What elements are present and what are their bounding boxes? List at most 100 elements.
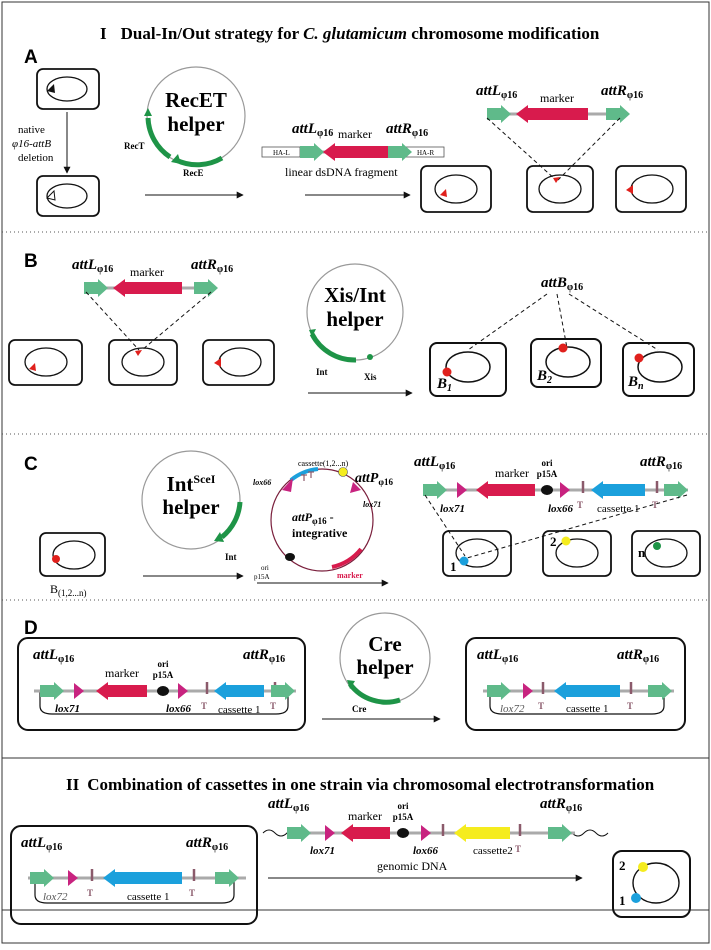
section2-construct-source [28, 867, 246, 887]
panel-c-construct [423, 479, 688, 499]
ha-r-label: HA-R [417, 149, 434, 157]
cassette1-site [631, 893, 641, 903]
panel-c-cell-n [631, 530, 701, 577]
section2-attr-label: attRφ16 [186, 835, 228, 853]
panel-c-attl-label: attLφ16 [414, 454, 455, 472]
panel-c-lox66-label: lox66 [548, 503, 574, 515]
section2-attl-label: attLφ16 [21, 835, 62, 853]
bn-label: Bn [627, 374, 644, 392]
result-num-2: 2 [619, 858, 626, 873]
panel-d-term-3: T [538, 701, 544, 711]
attb-dash-3 [568, 293, 659, 351]
section2-chromosome [34, 878, 235, 904]
fragment-marker-label: marker [338, 127, 372, 141]
native-label-1: native [18, 124, 45, 136]
section2-frag-ori-label: ori [398, 801, 409, 811]
rect-label: RecT [124, 141, 145, 151]
panel-c-cassette-label: cassette 1 [597, 503, 639, 515]
panel-a-integrated-construct [487, 105, 630, 123]
panel-a-native-cell [36, 68, 100, 110]
section2-result-cell [612, 850, 691, 918]
section2-frag-lox71-label: lox71 [310, 845, 335, 857]
panel-a-attl-label: attLφ16 [476, 83, 517, 101]
panel-d-construct-after [483, 680, 674, 700]
panel-a-attr-label: attRφ16 [601, 83, 643, 101]
panel-c-b-label: B(1,2...n) [50, 582, 87, 598]
panel-b-marker-label: marker [130, 265, 164, 279]
recet-helper-title-2: helper [167, 112, 224, 136]
panel-b-letter: B [24, 251, 38, 272]
attb-dash-1 [467, 293, 548, 351]
xis-int-helper-title-2: helper [326, 307, 383, 331]
panel-d-cassette-label-before: cassette 1 [218, 704, 260, 716]
panel-d-term-2: T [270, 701, 276, 711]
panel-c-b-cell [39, 532, 106, 577]
panel-d-attl-label-after: attLφ16 [477, 647, 518, 665]
panel-c-cell-2 [542, 530, 612, 577]
deleted-attb-mark [46, 189, 56, 201]
section2-term-1: T [87, 888, 93, 898]
genomic-dna-label: genomic DNA [377, 859, 448, 873]
native-attb-mark [47, 84, 55, 93]
panel-a-marker-label: marker [540, 91, 574, 105]
section2-frame [1, 757, 710, 944]
panel-a-letter: A [24, 47, 38, 68]
panel-a-cell-1 [420, 165, 492, 213]
plasmid-cassette-label: cassette(1,2...n) [298, 459, 349, 468]
panel-d-cassette-label-after: cassette 1 [566, 703, 608, 715]
panel-d-term-1: T [201, 701, 207, 711]
recet-helper-title-1: RecET [165, 88, 227, 112]
section2-frag-lox66-label: lox66 [413, 845, 439, 857]
plasmid-lox66 [282, 478, 293, 492]
fragment-marker [323, 143, 390, 161]
panel-c-attr-label: attRφ16 [640, 454, 682, 472]
panel-d-letter: D [24, 618, 38, 639]
result-num-1: 1 [619, 893, 626, 908]
panel-d-p15a-label: p15A [153, 670, 174, 680]
xis-int-helper-title-1: Xis/Int [324, 283, 386, 307]
panel-b-attb-cell-3 [622, 342, 695, 397]
panel-d-attr-label-after: attRφ16 [617, 647, 659, 665]
right-wavy-end [571, 829, 609, 837]
section1-frame [1, 1, 710, 911]
ha-l-label: HA-L [273, 149, 290, 157]
panel-c-p15a-label: p15A [537, 469, 558, 479]
panel-d-cell-after [465, 637, 686, 731]
panel-d-lox72-label: lox72 [500, 703, 525, 715]
b1-label: B1 [436, 376, 452, 394]
section2-lox72-label: lox72 [43, 891, 68, 903]
panel-c-letter: C [24, 454, 38, 475]
panel-d-marker-label: marker [105, 666, 139, 680]
native-label-3: deletion [18, 152, 54, 164]
panel-d-lox66-label: lox66 [166, 703, 192, 715]
panel-b-construct [84, 279, 218, 297]
section2-frag-p15a-label: p15A [393, 812, 414, 822]
cre-helper-title-1: Cre [368, 632, 401, 656]
plasmid-lox71-label: lox71 [363, 500, 381, 509]
xis-gene [367, 354, 373, 360]
recet-helper-plasmid [144, 66, 246, 168]
cre-helper-title-2: helper [356, 655, 413, 679]
plasmid-lox71 [350, 482, 361, 493]
panel-c-dash-left [424, 494, 466, 557]
panel-b-cell-2 [108, 339, 178, 386]
panel-d-attr-label-before: attRφ16 [243, 647, 285, 665]
panel-c-term-1: T [577, 500, 583, 510]
panel-a-cell-3 [615, 165, 687, 213]
int-scei-helper-title-1: IntSceI [167, 472, 216, 496]
panel-d-chromosome-before [39, 691, 289, 715]
plasmid-attp-center-label: attPφ16 - [292, 510, 334, 526]
plasmid-marker [331, 547, 363, 569]
xis-label: Xis [364, 372, 377, 382]
linear-dsdna-fragment [261, 143, 445, 161]
fragment-attr-label: attRφ16 [386, 121, 428, 139]
int-scei-helper-title-2: helper [162, 495, 219, 519]
section2-genomic-fragment [262, 822, 609, 842]
section2-frag-term: T [515, 844, 521, 854]
panel-d-chromosome-after [489, 691, 665, 715]
panel-a-dash-right [557, 117, 621, 181]
panel-a-cell-2 [526, 165, 594, 213]
panel-c-dash-right [466, 494, 688, 559]
